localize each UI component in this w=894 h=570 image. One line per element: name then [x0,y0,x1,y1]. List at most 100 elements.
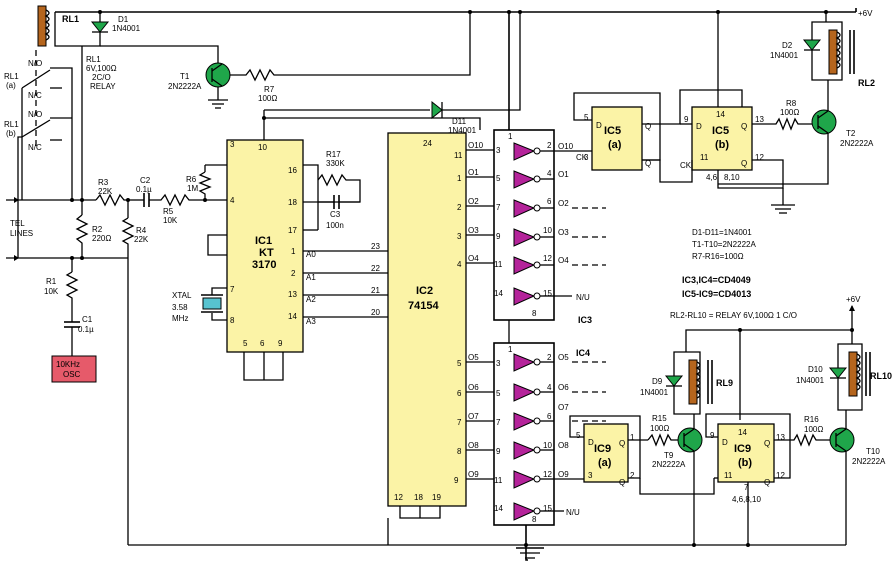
svg-text:6: 6 [260,339,265,348]
svg-text:CK: CK [576,153,588,162]
svg-text:23: 23 [371,242,380,251]
resistor-r4: R4 22K [121,198,149,545]
svg-text:A1: A1 [306,273,316,282]
svg-text:N/U: N/U [566,508,580,517]
svg-text:MHz: MHz [172,314,188,323]
svg-text:IC5: IC5 [712,125,729,137]
svg-text:4: 4 [547,169,552,178]
svg-text:5: 5 [576,431,581,440]
svg-text:3: 3 [588,471,593,480]
ic9b-flipflop: IC9 (b) 9 14 D 13 Q 11 12 Q 4,6,8,10 7 [710,423,785,504]
capacitor-c2: C2 0.1µ [128,176,152,207]
svg-text:4,6: 4,6 [706,173,718,182]
svg-text:2: 2 [547,141,552,150]
svg-text:100Ω: 100Ω [650,424,669,433]
svg-text:N/U: N/U [576,293,590,302]
svg-text:10K: 10K [163,216,178,225]
svg-text:19: 19 [432,493,441,502]
svg-text:O6: O6 [468,383,479,392]
svg-text:3: 3 [457,232,462,241]
svg-text:1M: 1M [187,184,198,193]
svg-text:21: 21 [371,286,380,295]
rl1-spec-1: 6V,100Ω [86,64,117,73]
svg-text:O5: O5 [468,353,479,362]
svg-text:T9: T9 [664,451,674,460]
ic5a-flipflop: IC5 (a) 5 D 3 Q Q [584,106,651,171]
d1-part: 1N4001 [112,24,141,33]
svg-text:20: 20 [371,308,380,317]
svg-text:O1: O1 [468,168,479,177]
svg-text:2N2222A: 2N2222A [168,82,202,91]
svg-text:7: 7 [457,418,462,427]
resistor-r15: R15 100Ω [647,414,678,447]
resistor-r6: R6 1M [186,164,227,202]
capacitor-c3: C3 100n [303,180,360,231]
svg-text:10: 10 [543,441,552,450]
svg-text:Q: Q [741,122,747,131]
svg-text:O4: O4 [468,254,479,263]
svg-text:O5: O5 [558,353,569,362]
svg-text:18: 18 [288,198,297,207]
svg-text:RL2: RL2 [858,78,875,88]
svg-text:8: 8 [457,447,462,456]
svg-text:T2: T2 [846,129,856,138]
svg-text:(b): (b) [6,129,16,138]
ic1-kt3170: IC1 KT 3170 3 4 7 8 10 16 18 17 1 2 13 1… [226,139,316,353]
relay-rl10: RL10 [837,330,892,411]
svg-text:D9: D9 [652,377,663,386]
svg-text:11: 11 [700,153,709,162]
svg-text:T1-T10=2N2222A: T1-T10=2N2222A [692,240,756,249]
svg-text:O7: O7 [468,412,479,421]
oscillator-10khz: 10KHz OSC [51,355,97,383]
ground-rail [128,518,846,547]
svg-text:R7: R7 [264,85,275,94]
svg-text:OSC: OSC [63,370,81,379]
svg-text:100Ω: 100Ω [780,108,799,117]
svg-text:D11: D11 [452,117,467,126]
svg-text:1: 1 [457,174,462,183]
svg-text:O4: O4 [558,256,569,265]
svg-text:10: 10 [258,143,267,152]
svg-text:10: 10 [543,226,552,235]
svg-text:O3: O3 [468,226,479,235]
ic4-cd4049: IC4 1 3 5 7 9 11 14 2 4 6 10 12 15 8 [493,320,590,526]
resistor-r8: R8 100Ω [752,99,812,131]
svg-text:4: 4 [230,196,235,205]
svg-text:D: D [588,438,594,447]
svg-text:18: 18 [414,493,423,502]
svg-text:IC9: IC9 [734,443,751,455]
svg-text:(b): (b) [738,457,752,469]
svg-text:R2: R2 [92,225,103,234]
supply-label-top: +6V [858,9,873,18]
svg-text:3170: 3170 [252,259,276,271]
svg-text:D2: D2 [782,41,793,50]
svg-text:IC4: IC4 [576,348,590,358]
svg-text:11: 11 [724,471,733,480]
svg-text:D: D [696,122,702,131]
notes: D1-D11=1N4001 T1-T10=2N2222A R7-R16=100Ω… [670,228,797,320]
svg-text:R5: R5 [163,207,174,216]
svg-text:RL1: RL1 [4,72,19,81]
svg-text:(a): (a) [6,81,16,90]
svg-text:0.1µ: 0.1µ [78,325,94,334]
diode-d2: D2 1N4001 [770,39,822,60]
svg-text:O9: O9 [558,470,569,479]
svg-text:O7: O7 [558,403,569,412]
svg-text:10K: 10K [44,287,59,296]
svg-text:8,10: 8,10 [724,173,740,182]
svg-text:3: 3 [584,153,589,162]
transistor-t2: T2 2N2222A [718,80,874,185]
resistor-r7: R7 100Ω [230,12,471,103]
svg-text:14: 14 [494,504,503,513]
svg-text:D: D [596,121,602,130]
svg-text:13: 13 [288,290,297,299]
resistor-r1: R1 10K [44,258,79,310]
svg-text:16: 16 [288,166,297,175]
svg-text:Q: Q [645,122,651,131]
svg-text:KT: KT [259,247,274,259]
relay-rl9: RL9 [673,351,733,415]
svg-text:Q: Q [619,439,625,448]
svg-text:O8: O8 [468,441,479,450]
svg-text:7: 7 [230,285,235,294]
